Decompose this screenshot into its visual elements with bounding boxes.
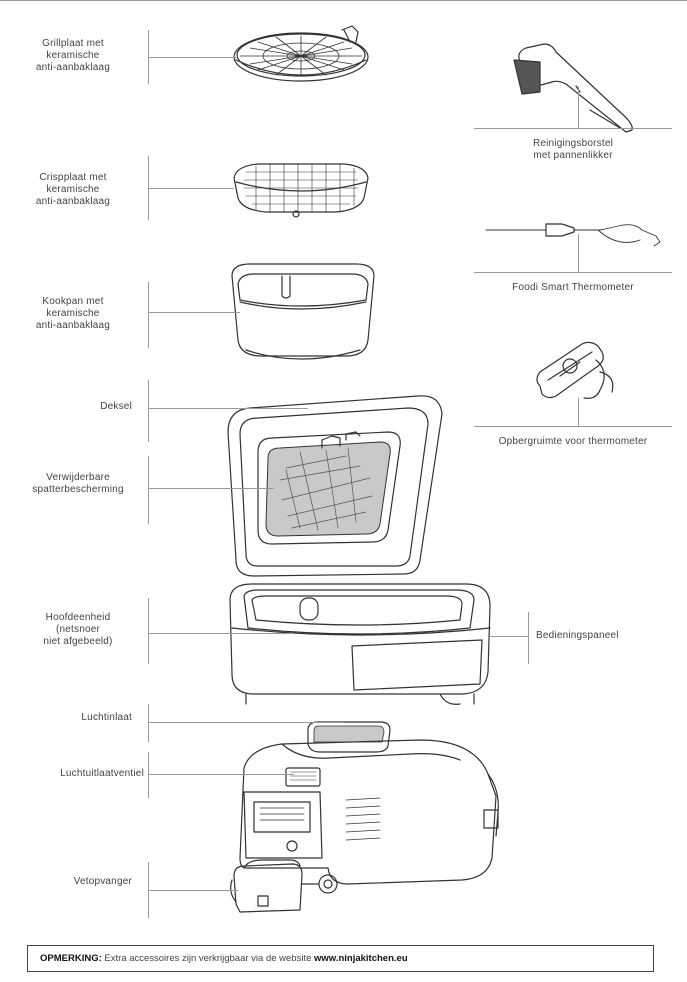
- leader-brush: [578, 86, 579, 128]
- label-line: Reinigingsborstel: [532, 138, 614, 149]
- note-prefix: OPMERKING:: [40, 953, 102, 964]
- leader-air-outlet-vent: [148, 774, 294, 775]
- leader-control-panel: [490, 636, 528, 637]
- label-line: keramische: [46, 308, 100, 319]
- website-link[interactable]: www.ninjakitchen.eu: [314, 953, 408, 964]
- note-text: Extra accessoires zijn verkrijgbaar via …: [101, 953, 315, 964]
- label-line: anti-aanbaklaag: [35, 320, 111, 331]
- label-line: spatterbescherming: [32, 484, 124, 495]
- bracket-air-outlet-vent: [148, 752, 149, 798]
- bracket-control-panel: [528, 612, 529, 664]
- label-line: Hoofdeenheid: [45, 612, 111, 623]
- label-lid: Deksel: [100, 401, 132, 412]
- label-smart-thermometer: Foodi Smart Thermometer: [512, 282, 634, 293]
- label-air-inlet: Luchtinlaat: [81, 712, 132, 723]
- leader-grill-plate: [148, 57, 236, 58]
- label-cleaning-brush: Reinigingsborstel met pannenlikker: [474, 138, 672, 162]
- label-line: (netsnoer: [55, 624, 101, 635]
- label-crisp-plate: Crispplaat met keramische anti-aanbaklaa…: [14, 172, 132, 208]
- divider-brush: [474, 128, 672, 129]
- leader-grease-trap: [148, 890, 238, 891]
- main-unit-illustration: [229, 583, 491, 705]
- thermometer-storage-illustration: [536, 341, 614, 399]
- grill-plate-illustration: [233, 25, 369, 82]
- cook-pot-illustration: [231, 263, 375, 360]
- label-air-outlet-vent: Luchtuitlaatventiel: [60, 768, 144, 779]
- label-line: Grillplaat met: [42, 38, 104, 49]
- leader-air-inlet: [148, 722, 344, 723]
- top-rule: [0, 0, 687, 1]
- label-line: Verwijderbare: [46, 472, 110, 483]
- label-control-panel: Bedieningspaneel: [536, 630, 619, 641]
- base-unit-illustration: [230, 721, 499, 913]
- leader-splatter-shield: [148, 488, 274, 489]
- leader-crisp-plate: [148, 188, 234, 189]
- thermometer-illustration: [485, 223, 661, 247]
- crisp-plate-illustration: [233, 163, 369, 218]
- label-thermometer-storage: Opbergruimte voor thermometer: [498, 436, 648, 447]
- bracket-lid: [148, 380, 149, 442]
- divider-thermometer: [474, 272, 672, 273]
- label-grill-plate: Grillplaat met keramische anti-aanbaklaa…: [14, 38, 132, 74]
- label-line: anti-aanbaklaag: [35, 62, 111, 73]
- lid-illustration: [227, 395, 443, 577]
- label-line: keramische: [46, 50, 100, 61]
- accessories-note: OPMERKING: Extra accessoires zijn verkri…: [27, 945, 654, 972]
- bracket-splatter-shield: [148, 456, 149, 524]
- cleaning-brush-illustration: [513, 43, 633, 133]
- leader-lid: [148, 408, 308, 409]
- bracket-cook-pot: [148, 282, 149, 348]
- label-line: niet afgebeeld): [43, 636, 113, 647]
- divider-storage: [474, 426, 672, 427]
- bracket-air-inlet: [148, 704, 149, 742]
- label-grease-trap: Vetopvanger: [73, 876, 132, 887]
- label-line: Crispplaat met: [39, 172, 107, 183]
- leader-cook-pot: [148, 312, 240, 313]
- leader-main-unit: [148, 633, 294, 634]
- label-main-unit: Hoofdeenheid (netsnoer niet afgebeeld): [14, 612, 142, 648]
- label-cook-pot: Kookpan met keramische anti-aanbaklaag: [14, 296, 132, 332]
- label-line: keramische: [46, 184, 100, 195]
- label-line: met pannenlikker: [533, 150, 613, 161]
- leader-thermometer: [578, 234, 579, 272]
- bracket-main-unit: [148, 598, 149, 664]
- leader-storage: [578, 398, 579, 426]
- label-splatter-shield: Verwijderbare spatterbescherming: [14, 472, 142, 496]
- label-line: anti-aanbaklaag: [35, 196, 111, 207]
- label-line: Kookpan met: [42, 296, 104, 307]
